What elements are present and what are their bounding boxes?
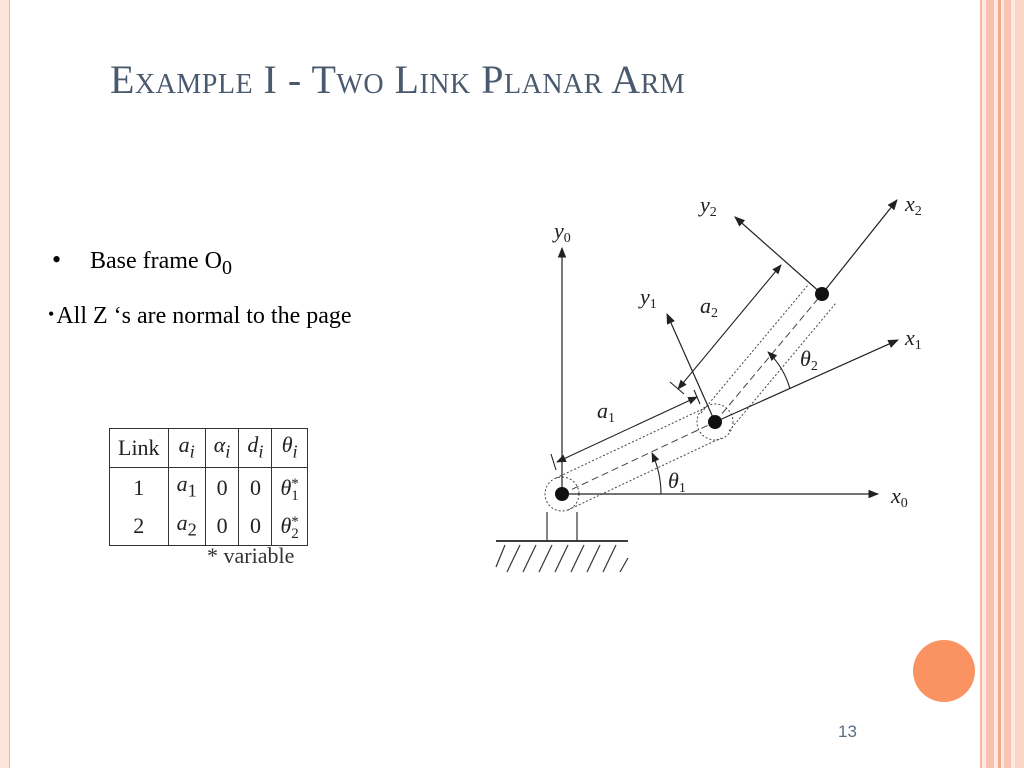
- joint-2-endpoint: [815, 287, 829, 301]
- label-y1: y1: [638, 284, 657, 312]
- axis-y1: [666, 313, 716, 423]
- label-theta2: θ2: [800, 346, 818, 374]
- label-a2: a2: [700, 293, 718, 321]
- cell-theta: θ*2: [271, 506, 308, 547]
- axis-x1: [714, 339, 899, 423]
- label-theta1: θ1: [668, 468, 686, 496]
- label-x1: x1: [904, 325, 922, 353]
- ground-base: [495, 512, 629, 573]
- header-d: di: [238, 427, 273, 469]
- table-row: 2 a2 0 0 θ*2: [109, 506, 308, 547]
- label-x2: x2: [904, 191, 922, 219]
- bullet-subscript: 0: [221, 256, 232, 279]
- angle-arc-theta2: [767, 351, 791, 390]
- axis-y2: [734, 216, 823, 295]
- table-footnote: * variable: [207, 543, 295, 568]
- bullet-base-frame: • Base frame O0: [52, 245, 232, 280]
- bullet-marker: •: [48, 304, 55, 324]
- slide-frame-right: [980, 0, 1024, 768]
- accent-circle: [913, 640, 975, 702]
- label-y2: y2: [698, 192, 717, 220]
- cell-link: 1: [109, 467, 169, 507]
- cell-alpha: 0: [204, 467, 240, 507]
- cell-alpha: 0: [204, 506, 240, 547]
- cell-d: 0: [238, 467, 273, 507]
- cell-a: a1: [167, 467, 206, 507]
- label-a1: a1: [597, 398, 615, 426]
- table-row: 1 a1 0 0 θ*1: [109, 467, 308, 507]
- slide-title: Example I - Two Link Planar Arm: [110, 57, 686, 102]
- angle-arc-theta1: [651, 452, 662, 495]
- axis-x2: [821, 199, 898, 295]
- link-2-body: [700, 284, 837, 432]
- bullet-marker: •: [52, 245, 62, 274]
- header-theta: θi: [271, 427, 308, 469]
- label-x0: x0: [890, 483, 908, 511]
- cell-theta: θ*1: [271, 467, 308, 507]
- label-y0: y0: [552, 218, 571, 246]
- dimension-a2: [669, 264, 782, 395]
- cell-link: 2: [109, 506, 169, 547]
- header-link: Link: [109, 427, 169, 469]
- header-a: ai: [167, 427, 206, 469]
- dh-parameter-table: Link ai αi di θi 1 a1 0 0 θ*1 2 a2 0 0 θ…: [109, 427, 308, 547]
- table-header-row: Link ai αi di θi: [109, 427, 308, 469]
- dimension-a1: [550, 389, 701, 471]
- bullet-text: All Z ‘s are normal to the page: [56, 303, 352, 329]
- page-number: 13: [838, 722, 857, 741]
- joint-1: [708, 415, 722, 429]
- header-alpha: αi: [204, 427, 240, 469]
- link-1-body: [544, 403, 734, 512]
- bullet-z-axes: •All Z ‘s are normal to the page: [48, 303, 352, 330]
- bullet-text: Base frame O: [90, 248, 222, 274]
- cell-a: a2: [167, 506, 206, 547]
- joint-0: [555, 487, 569, 501]
- slide-frame-left: [0, 0, 10, 768]
